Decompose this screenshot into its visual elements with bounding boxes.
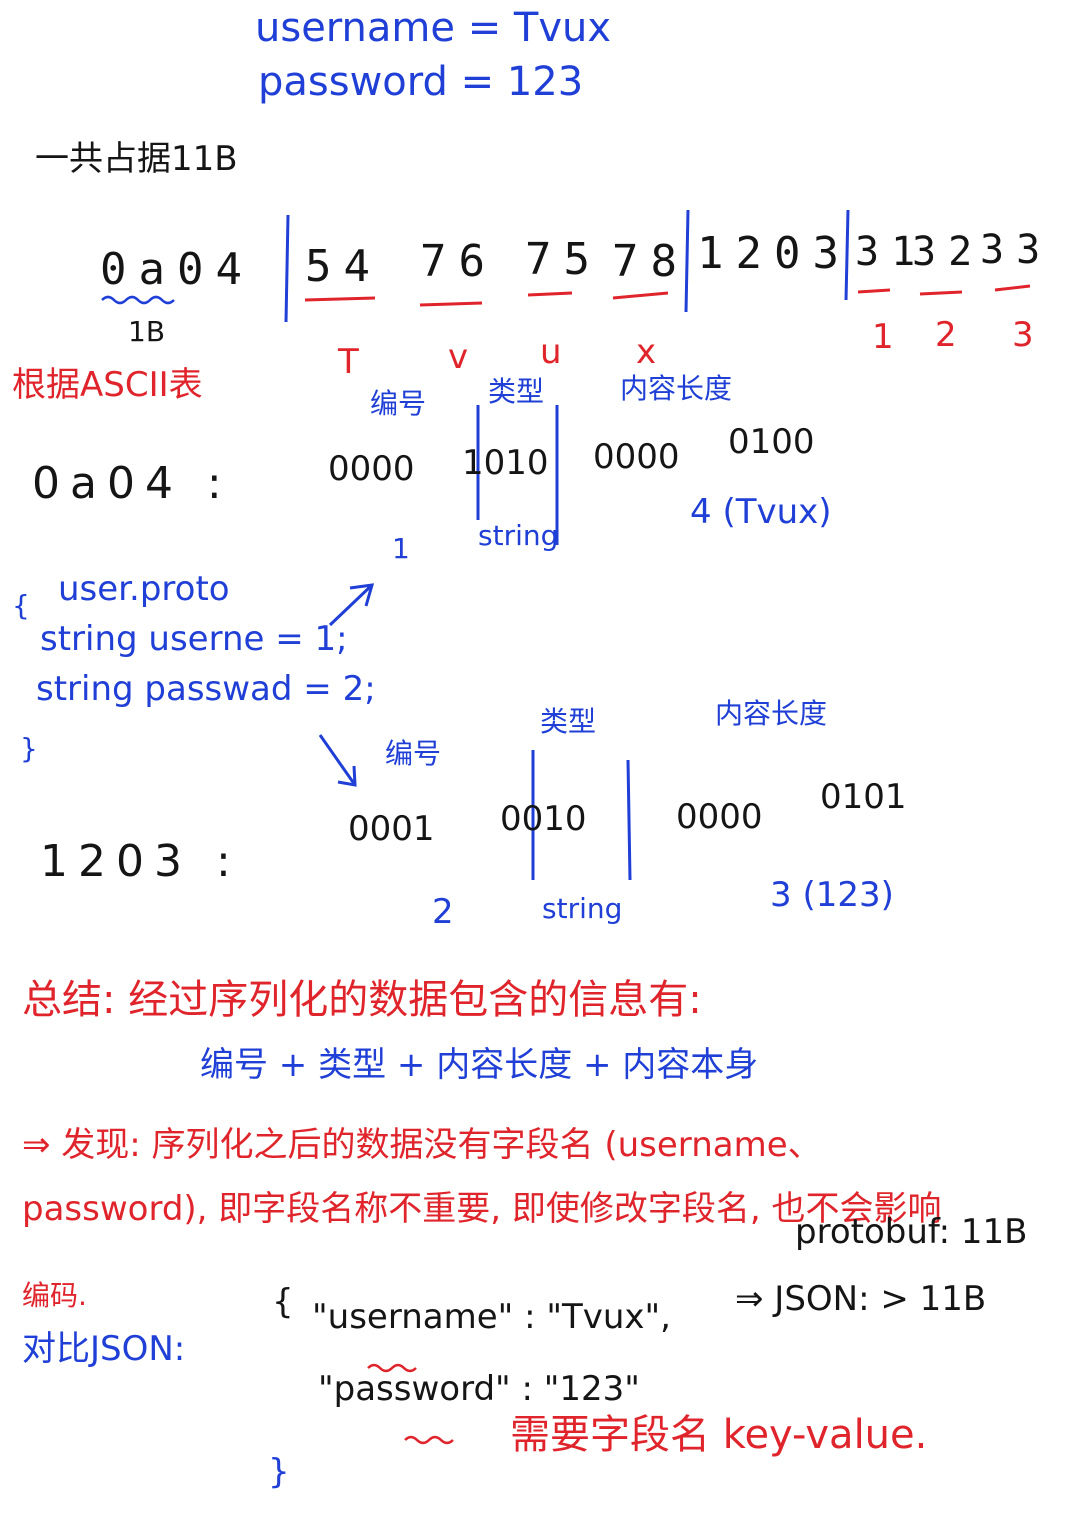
field-number-value: 2: [432, 892, 454, 932]
type-value: string: [542, 892, 623, 925]
username-line: username = Tvux: [255, 5, 612, 51]
hex-byte-54: 54: [305, 241, 382, 292]
protobuf-size: protobuf: 11B: [795, 1212, 1028, 1252]
byte-underline: [612, 291, 669, 300]
arrow-down-right: [318, 734, 357, 787]
type-box-line: [626, 759, 632, 881]
hex-separator: [684, 209, 690, 313]
byte-underline: [919, 290, 963, 296]
byte-underline: [304, 296, 376, 302]
byte-underline: [994, 284, 1031, 292]
hex-0a04-label: 0a04 :: [32, 458, 232, 509]
proto-open-brace: {: [12, 589, 30, 622]
wavy-underline: [404, 1435, 454, 1445]
ascii-2: 2: [935, 315, 957, 355]
byte-underline: [527, 291, 573, 297]
bits-wire-type: 1010: [462, 443, 549, 483]
json-line-password: "password" : "123": [318, 1369, 640, 1409]
bits-length-high: 0000: [676, 797, 763, 837]
type-value: string: [478, 519, 559, 552]
bits-length-low: 0101: [820, 777, 907, 817]
hex-byte-76: 76: [420, 236, 497, 287]
wavy-underline: [101, 295, 175, 305]
hex-byte-32: 32: [912, 229, 985, 275]
hex-group-1203: 1203: [697, 228, 851, 279]
byte-underline: [857, 288, 891, 294]
finding-line-1: ⇒ 发现: 序列化之后的数据没有字段名 (username、: [22, 1125, 822, 1165]
hex-byte-33: 33: [980, 227, 1053, 273]
proto-line-username: string userne = 1;: [40, 619, 348, 659]
label-content-length: 内容长度: [715, 697, 828, 730]
bits-field-number: 0001: [348, 809, 435, 849]
hex-byte-31: 31: [855, 229, 928, 275]
proto-title: user.proto: [58, 569, 230, 609]
bits-length-high: 0000: [593, 437, 680, 477]
byte-underline: [419, 301, 483, 307]
hex-group-0a04: 0a04: [100, 244, 254, 295]
ascii-table-note: 根据ASCII表: [12, 365, 203, 405]
json-open-brace: {: [272, 1282, 294, 1322]
length-value: 3 (123): [770, 875, 894, 915]
wavy-underline: [367, 1363, 417, 1373]
hex-byte-75: 75: [525, 234, 602, 285]
bits-field-number: 0000: [328, 449, 415, 489]
proto-close-brace: }: [20, 732, 38, 765]
proto-line-password: string passwad = 2;: [36, 669, 376, 709]
label-number: 编号: [385, 737, 442, 770]
summary-heading: 总结: 经过序列化的数据包含的信息有:: [22, 977, 702, 1023]
ascii-1: 1: [872, 317, 894, 357]
label-content-length: 内容长度: [620, 372, 733, 405]
password-line: password = 123: [258, 59, 584, 105]
json-compare-label: 对比JSON:: [22, 1329, 186, 1369]
ascii-T: T: [338, 342, 359, 382]
json-line-username: "username" : "Tvux",: [312, 1297, 671, 1337]
hex-byte-78: 78: [612, 236, 689, 287]
key-value-note: 需要字段名 key-value.: [510, 1412, 928, 1458]
hex-separator: [284, 214, 290, 323]
json-size: ⇒ JSON: > 11B: [735, 1279, 987, 1319]
ascii-u: u: [540, 332, 562, 372]
ascii-v: v: [448, 337, 469, 377]
arrow-up-right: [328, 583, 375, 627]
ascii-3: 3: [1012, 315, 1034, 355]
length-value: 4 (Tvux): [690, 492, 832, 532]
ascii-x: x: [636, 332, 657, 372]
finding-line-2: password), 即字段名称不重要, 即使修改字段名, 也不会影响: [22, 1189, 942, 1229]
hex-separator: [844, 209, 850, 301]
total-size: 一共占据11B: [35, 139, 238, 179]
label-type: 类型: [488, 375, 545, 408]
field-number-value: 1: [392, 532, 410, 565]
bits-length-low: 0100: [728, 422, 815, 462]
hex-1203-label: 1203 :: [40, 836, 241, 887]
finding-line-3: 编码.: [22, 1279, 87, 1312]
summary-formula: 编号 + 类型 + 内容长度 + 内容本身: [200, 1045, 759, 1085]
bits-wire-type: 0010: [500, 799, 587, 839]
json-close-brace: }: [268, 1452, 290, 1492]
label-number: 编号: [370, 387, 427, 420]
label-type: 类型: [540, 705, 597, 738]
size-1b: 1B: [128, 315, 166, 348]
